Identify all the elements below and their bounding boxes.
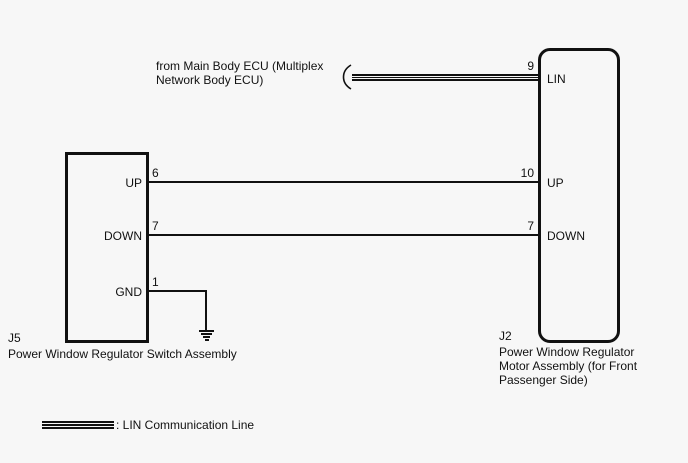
chassis-ground-icon — [203, 336, 210, 338]
lin-communication-wire — [352, 74, 538, 81]
lin-line-legend-label: : LIN Communication Line — [116, 418, 255, 432]
chassis-ground-icon — [199, 330, 214, 332]
connector-box-j2 — [538, 48, 620, 343]
j2-pin-up-label: UP — [547, 176, 564, 190]
lin-line-legend-swatch — [42, 421, 114, 429]
j5-pin-number-1: 1 — [152, 275, 159, 289]
j2-pin-number-9: 9 — [527, 59, 534, 73]
j2-connector-id: J2 — [499, 329, 512, 343]
j2-pin-number-7: 7 — [527, 219, 534, 233]
ground-wire-vertical — [205, 290, 207, 330]
j2-component-name-line3: Passenger Side) — [499, 373, 588, 387]
j5-pin-down-label: DOWN — [104, 229, 142, 243]
j5-component-name: Power Window Regulator Switch Assembly — [8, 347, 237, 361]
j5-pin-up-label: UP — [125, 176, 142, 190]
ground-wire-horizontal — [148, 290, 207, 292]
wire-continuation-mark — [342, 64, 352, 90]
j5-pin-number-7: 7 — [152, 219, 159, 233]
ecu-source-note: from Main Body ECU (Multiplex Network Bo… — [156, 59, 323, 87]
j5-connector-id: J5 — [8, 331, 21, 345]
j2-component-name: Power Window Regulator Motor Assembly (f… — [499, 345, 637, 387]
chassis-ground-icon — [201, 333, 212, 335]
j5-pin-number-6: 6 — [152, 166, 159, 180]
j2-pin-number-10: 10 — [520, 166, 534, 180]
j2-pin-down-label: DOWN — [547, 229, 585, 243]
down-signal-wire — [148, 234, 538, 236]
chassis-ground-icon — [205, 339, 209, 341]
j2-component-name-line2: Motor Assembly (for Front — [499, 359, 638, 373]
ecu-source-note-line1: from Main Body ECU (Multiplex — [156, 59, 324, 73]
j2-pin-lin-label: LIN — [547, 72, 566, 86]
j2-component-name-line1: Power Window Regulator — [499, 345, 635, 359]
ecu-source-note-line2: Network Body ECU) — [156, 73, 264, 87]
up-signal-wire — [148, 181, 538, 183]
connector-box-j5 — [65, 152, 149, 343]
j5-pin-gnd-label: GND — [115, 285, 142, 299]
